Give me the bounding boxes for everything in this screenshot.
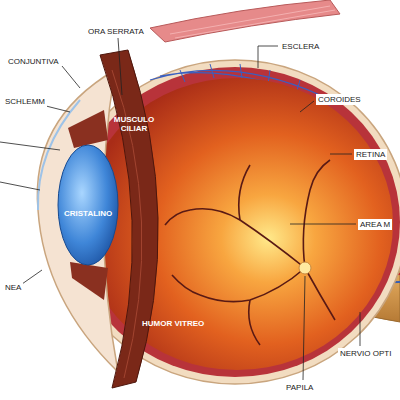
retinal-vessels [165,160,335,345]
part-label: AREA M [358,219,392,230]
part-label: HUMOR VITREO [140,318,206,329]
part-label: ORA SERRATA [86,26,146,37]
part-label: COROIDES [316,94,363,105]
part-label: PAPILA [284,382,315,393]
lens [58,145,118,265]
optic-disc [299,262,311,274]
part-label: CRISTALINO [62,208,114,219]
muscle [150,0,340,42]
part-label: ESCLERA [280,41,321,52]
part-label: NEA [3,282,23,293]
part-label: MUSCULO CILIAR [110,114,158,134]
iris [68,110,108,148]
part-label: SCHLEMM [3,96,47,107]
cornea [37,70,118,372]
part-label: CONJUNTIVA [6,56,61,67]
leader-lines [0,38,360,380]
part-label: NERVIO OPTI [338,348,393,359]
part-label: RETINA [354,149,387,160]
